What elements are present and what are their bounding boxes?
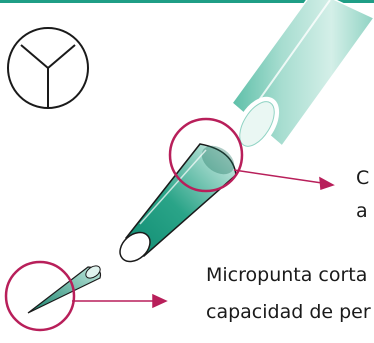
lower-label-line2: capacidad de per xyxy=(206,301,371,323)
micro-tip xyxy=(27,265,102,314)
upper-label-line2: a xyxy=(356,200,368,222)
upper-highlight-circle xyxy=(168,117,244,193)
peace-circle-icon xyxy=(7,27,89,109)
upper-callout-arrow xyxy=(233,169,335,191)
needle-cone xyxy=(119,143,237,263)
lower-highlight-circle xyxy=(4,260,76,332)
lower-callout-arrow xyxy=(72,293,168,309)
upper-label-line1: C xyxy=(356,167,370,189)
top-rule xyxy=(0,0,374,3)
lower-label-line1: Micropunta corta xyxy=(206,264,368,286)
needle-barrel xyxy=(230,0,374,152)
